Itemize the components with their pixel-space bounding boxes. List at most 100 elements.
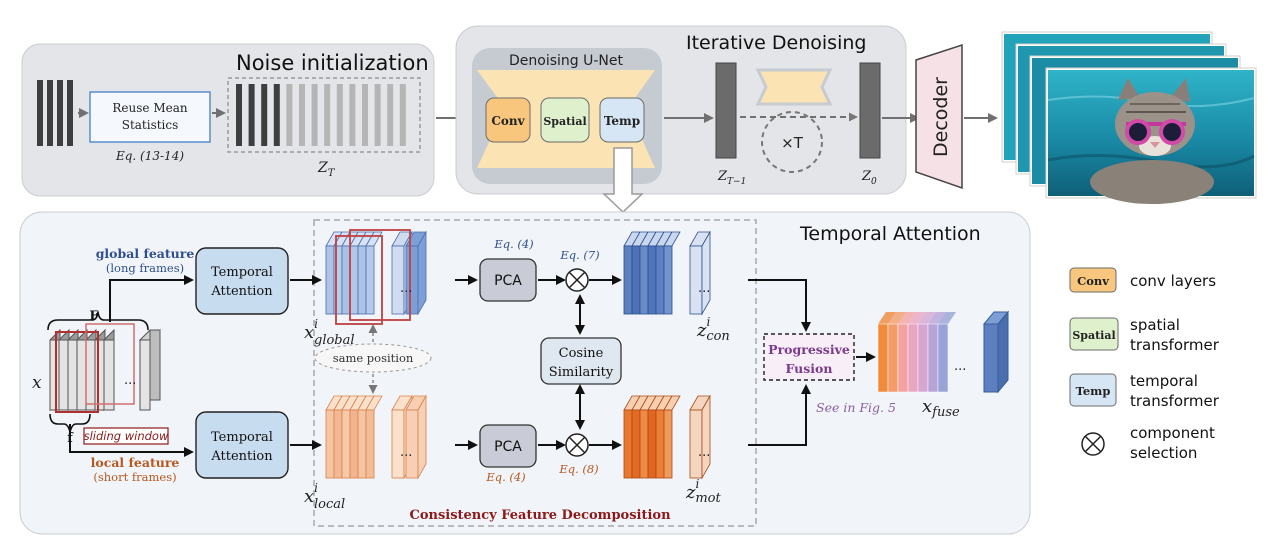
x-fuse-frame-side <box>997 310 1009 394</box>
cosine-label: Cosine <box>559 346 604 361</box>
cfd-label: Consistency Feature Decomposition <box>409 508 671 523</box>
loop-times-label: ×T <box>781 134 804 152</box>
temporal-attention-local-box <box>195 411 289 479</box>
local-feature-label: local feature <box>91 455 180 470</box>
output-video-frames <box>1001 31 1257 204</box>
x-local-ellipsis: ... <box>400 445 412 460</box>
z-con-frame <box>647 245 657 315</box>
zt-noise-bar <box>286 84 293 146</box>
ta-global-line1: Temporal <box>211 265 273 280</box>
input-frame <box>149 329 161 401</box>
x-fuse-frame-top <box>878 312 896 324</box>
z-mot-frame <box>647 409 657 479</box>
zt-noise-bars <box>236 84 406 146</box>
decoder-label: Decoder <box>930 77 952 157</box>
component-selection-global-icon <box>565 268 589 292</box>
noise-init-title: Noise initialization <box>236 51 429 75</box>
mini-unet-shape <box>755 68 833 106</box>
x-fuse-feature-stack <box>877 310 1010 394</box>
input-frames-stack <box>49 323 162 413</box>
loop-circle <box>761 111 823 173</box>
z-con-feature-stack <box>623 230 711 316</box>
same-position-label: same position <box>333 351 414 365</box>
temporal-attention-global-box <box>195 247 289 315</box>
pca-global-label: PCA <box>494 273 522 289</box>
brace-big-f <box>47 311 149 331</box>
z-mot-frame <box>689 409 703 479</box>
x-fuse-frame-top <box>918 312 936 324</box>
iterative-denoising-panel: Iterative Denoising Denoising U-Net Conv… <box>455 25 907 195</box>
cfd-dashed-box <box>313 219 757 527</box>
ta-local-line2: Attention <box>210 449 273 464</box>
zt-noise-bar <box>374 84 381 146</box>
x-local-frame <box>341 409 351 479</box>
z-mot-frame <box>623 409 633 479</box>
x-local-frame <box>405 409 419 479</box>
unet-temp-block <box>599 97 645 143</box>
eq8-label: Eq. (8) <box>558 462 598 476</box>
legend-spatial-text1: spatial <box>1130 316 1180 334</box>
zt-noise-bar <box>299 84 305 146</box>
x-fuse-frame <box>983 323 999 393</box>
progressive-label: Progressive <box>768 342 850 357</box>
unet-title: Denoising U-Net <box>509 53 624 69</box>
z-con-frame <box>655 245 665 315</box>
same-position-highlight <box>349 229 411 321</box>
x-fuse-frame <box>897 323 909 393</box>
legend-temp-text1: temporal <box>1130 372 1198 390</box>
sliding-window-label: sliding window <box>84 429 169 443</box>
legend: Conv conv layers Spatial spatial transfo… <box>1069 267 1220 462</box>
legend-component-text2: selection <box>1130 444 1197 462</box>
unet-temp-label: Temp <box>604 114 640 128</box>
global-feature-label: global feature <box>96 246 195 261</box>
legend-conv-badge-label: Conv <box>1077 274 1109 288</box>
z-mot-frame <box>631 409 641 479</box>
z-mot-frame <box>639 409 649 479</box>
decoder-block: Decoder <box>915 43 963 190</box>
x-global-feature-stack <box>325 229 427 325</box>
unet-conv-block <box>485 97 531 143</box>
eq7-label: Eq. (7) <box>559 248 599 262</box>
see-fig-label: See in Fig. 5 <box>816 400 896 415</box>
legend-temp-text2: transformer <box>1130 392 1220 410</box>
short-frames-label: (short frames) <box>93 470 176 484</box>
long-frames-label: (long frames) <box>106 261 184 275</box>
x-fuse-frame <box>927 323 939 393</box>
zt-noise-bar <box>399 84 406 146</box>
x-global-frame <box>341 245 351 315</box>
x-fuse-frame <box>887 323 899 393</box>
fusion-label: Fusion <box>786 361 833 376</box>
zt-noise-bar <box>261 84 268 146</box>
x-global-frame <box>391 245 405 315</box>
x-global-frame <box>349 245 359 315</box>
x-local-frame <box>365 409 375 479</box>
zt-minus-1-bar <box>715 62 737 159</box>
legend-spatial-badge <box>1069 317 1119 351</box>
iterative-denoising-title: Iterative Denoising <box>686 32 866 54</box>
x-fuse-ellipsis: ... <box>954 359 966 374</box>
same-position-highlight <box>335 235 383 325</box>
zt-noise-bar <box>349 84 356 146</box>
x-fuse-frame-top <box>938 312 956 324</box>
reuse-mean-label: Reuse Mean <box>112 101 187 115</box>
temporal-attention-title: Temporal Attention <box>799 223 981 245</box>
statistics-label: Statistics <box>122 118 179 132</box>
z-mot-ellipsis: ... <box>698 445 710 460</box>
zt-minus-1-label: ZT−1 <box>717 169 746 187</box>
unet-conv-label: Conv <box>491 114 525 128</box>
z-con-frame <box>689 245 703 315</box>
x-local-frame <box>391 409 405 479</box>
legend-temp-badge-label: Temp <box>1076 384 1111 398</box>
z-mot-frame <box>655 409 665 479</box>
sliding-window-highlight <box>85 323 135 405</box>
input-frame <box>139 339 151 411</box>
legend-conv-text: conv layers <box>1130 272 1216 290</box>
input-frame <box>103 339 115 411</box>
zt-noise-bar <box>336 84 343 146</box>
z-mot-frame-side <box>701 394 711 480</box>
x-fuse-frame-top <box>898 312 916 324</box>
x-local-frame-side <box>417 394 427 480</box>
pca-local-box <box>479 424 537 468</box>
cosine-similarity-box <box>540 337 622 385</box>
